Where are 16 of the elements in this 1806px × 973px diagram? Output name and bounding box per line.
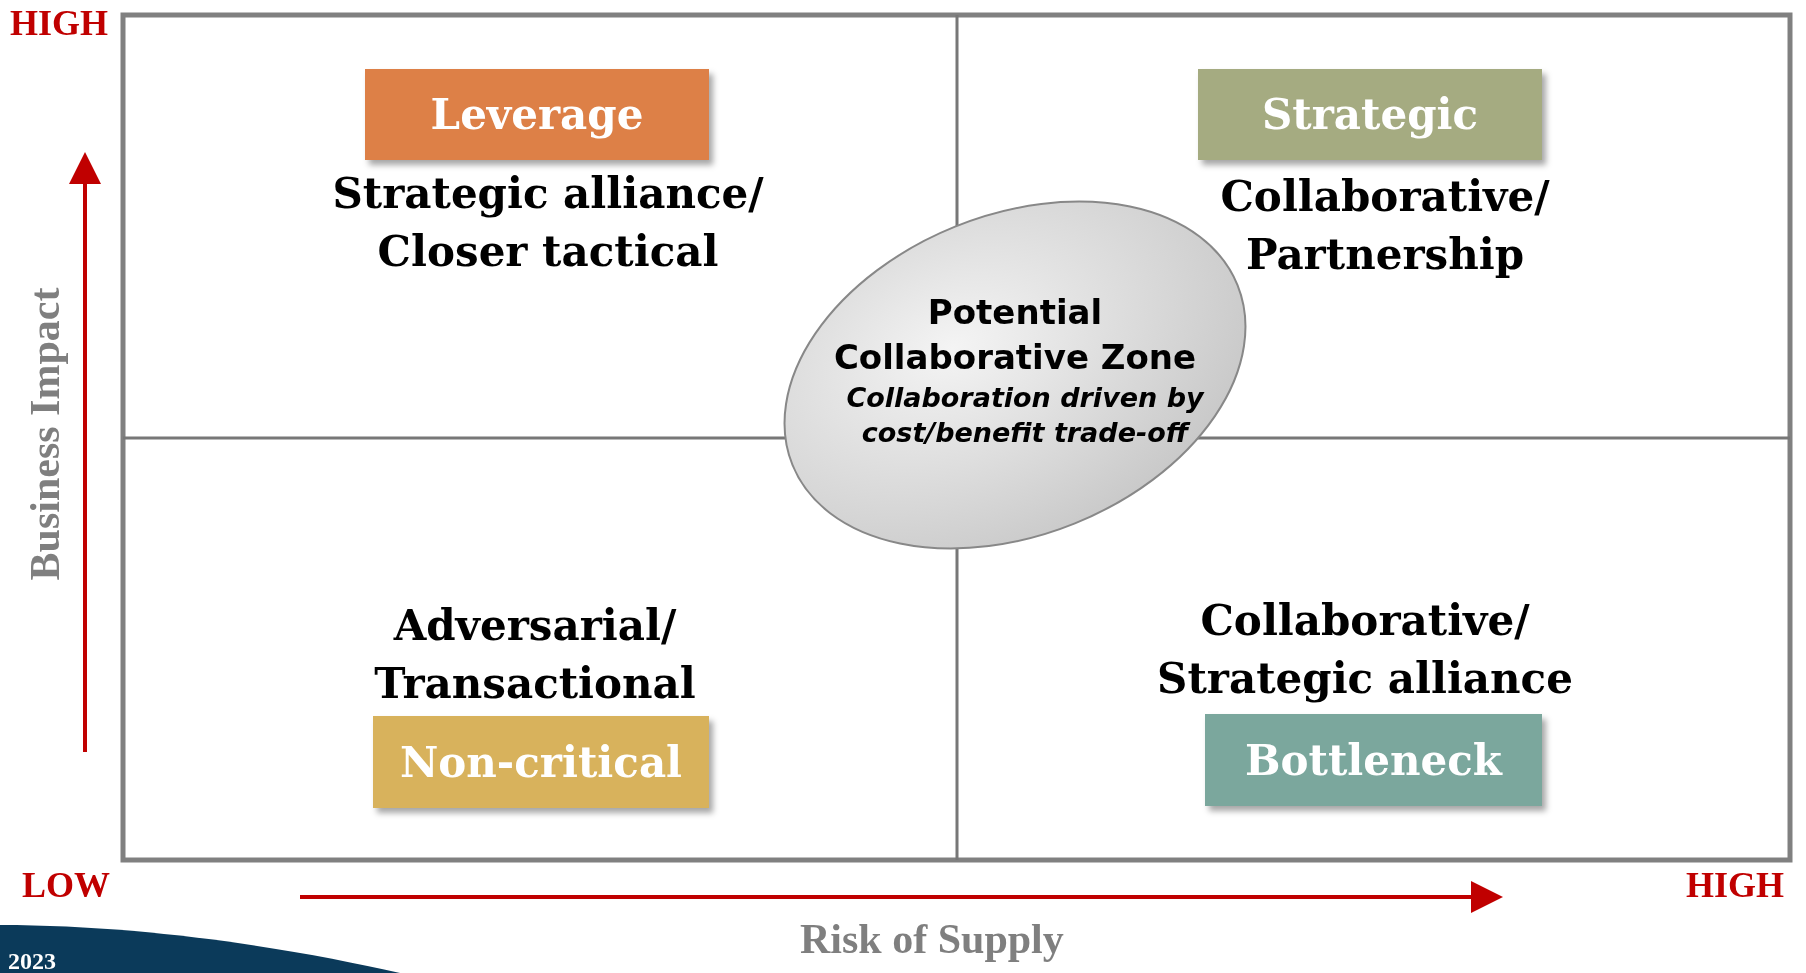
axis-title: Risk of Supply xyxy=(800,915,1064,963)
quadrant-description: Strategic alliance/ Closer tactical xyxy=(331,168,765,278)
year-label: 2023 xyxy=(8,948,56,973)
category-box: Bottleneck xyxy=(1205,714,1542,806)
category-box: Non-critical xyxy=(373,716,709,808)
quadrant-description: Collaborative/ Partnership xyxy=(1219,171,1551,281)
category-box: Strategic xyxy=(1198,69,1542,160)
quadrant-description: Adversarial/ Transactional xyxy=(373,600,697,710)
category-box: Leverage xyxy=(365,69,709,160)
zone-heading: Potential Collaborative Zone xyxy=(832,291,1198,379)
axis-end-label: HIGH xyxy=(10,2,108,44)
quadrant-description: Collaborative/ Strategic alliance xyxy=(1156,595,1574,705)
axis-end-label: HIGH xyxy=(1686,864,1784,906)
zone-description: Collaboration driven by cost/benefit trade-off xyxy=(845,381,1206,450)
axis-end-label: LOW xyxy=(22,864,110,906)
axis-title: Business Impact xyxy=(21,286,69,583)
